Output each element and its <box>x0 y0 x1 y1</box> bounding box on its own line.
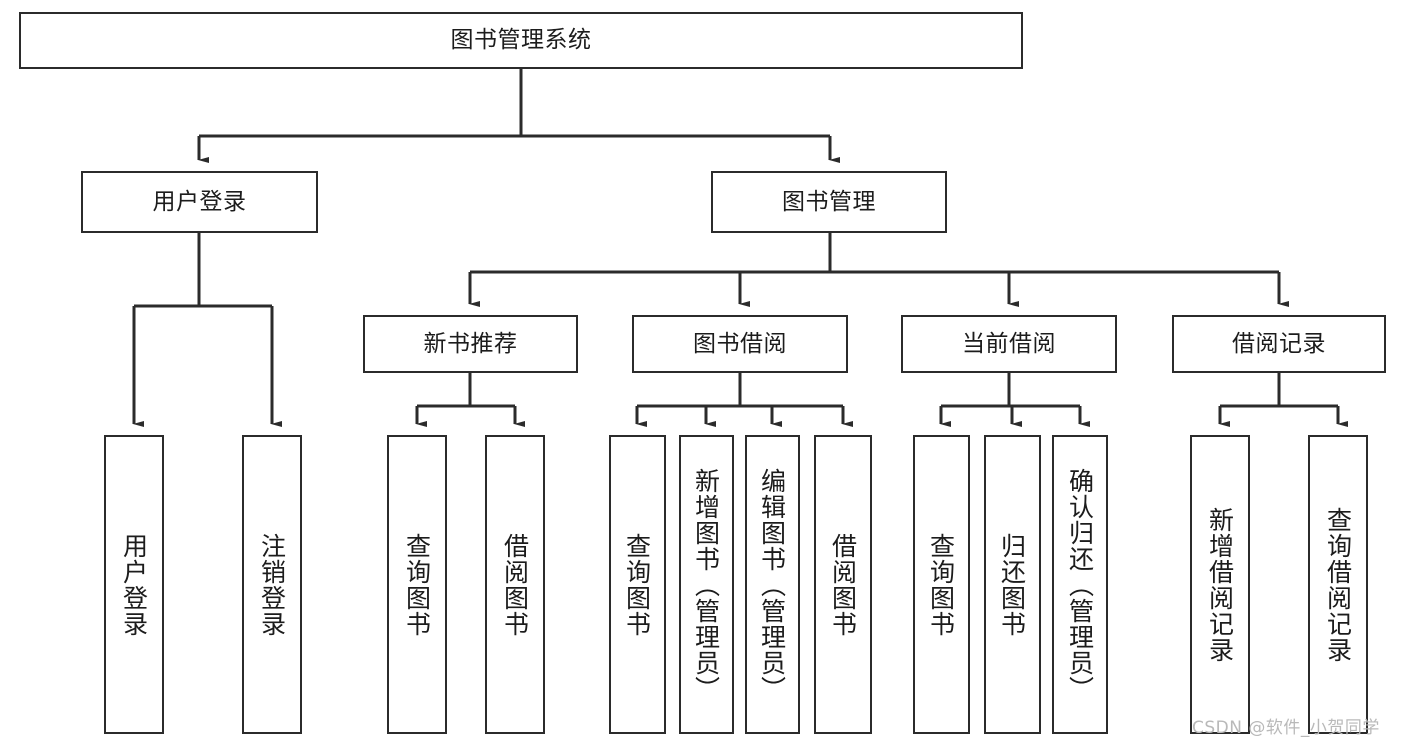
node-root[interactable]: 图书管理系统 <box>19 12 1023 69</box>
node-root-label: 图书管理系统 <box>450 27 592 53</box>
node-new-book-recommend-label: 新书推荐 <box>423 330 518 357</box>
leaf-user-login[interactable] <box>104 435 164 734</box>
leaf-lend-book-label: 借阅图书 <box>828 532 858 637</box>
leaf-borrow-book-recommend[interactable] <box>485 435 545 734</box>
leaf-logout[interactable] <box>242 435 302 734</box>
leaf-add-borrow-record-label: 新增借阅记录 <box>1205 506 1235 663</box>
node-new-book-recommend[interactable]: 新书推荐 <box>363 315 578 373</box>
leaf-user-login-label: 用户登录 <box>119 532 149 637</box>
node-book-management[interactable]: 图书管理 <box>711 171 947 233</box>
leaf-confirm-return-admin[interactable] <box>1052 435 1108 734</box>
node-borrow-records[interactable]: 借阅记录 <box>1172 315 1386 373</box>
leaf-borrow-book-recommend-label: 借阅图书 <box>500 532 530 637</box>
leaf-add-book-admin-label: 新增图书（管理员） <box>691 468 721 702</box>
leaf-edit-book-admin-label: 编辑图书（管理员） <box>757 468 787 702</box>
leaf-return-book[interactable] <box>984 435 1041 734</box>
node-book-borrow-label: 图书借阅 <box>693 330 787 357</box>
leaf-query-book-borrow-label: 查询图书 <box>622 532 652 637</box>
node-user-login-label: 用户登录 <box>152 188 247 215</box>
leaf-lend-book[interactable] <box>814 435 872 734</box>
node-borrow-records-label: 借阅记录 <box>1232 330 1326 357</box>
leaf-query-book-borrow[interactable] <box>609 435 666 734</box>
leaf-query-book-current-label: 查询图书 <box>926 532 956 637</box>
leaf-add-book-admin[interactable] <box>679 435 734 734</box>
leaf-return-book-label: 归还图书 <box>997 532 1027 637</box>
leaf-query-borrow-record[interactable] <box>1308 435 1368 734</box>
leaf-add-borrow-record[interactable] <box>1190 435 1250 734</box>
node-user-login[interactable]: 用户登录 <box>81 171 318 233</box>
leaf-query-borrow-record-label: 查询借阅记录 <box>1323 506 1353 663</box>
leaf-confirm-return-admin-label: 确认归还（管理员） <box>1065 468 1095 702</box>
watermark-text: CSDN @软件_小贺同学 <box>1192 718 1380 738</box>
leaf-logout-label: 注销登录 <box>257 532 287 637</box>
leaf-query-book-current[interactable] <box>913 435 970 734</box>
leaf-query-book-recommend[interactable] <box>387 435 447 734</box>
node-current-borrow-label: 当前借阅 <box>962 330 1056 357</box>
node-current-borrow[interactable]: 当前借阅 <box>901 315 1117 373</box>
leaf-query-book-recommend-label: 查询图书 <box>402 532 432 637</box>
node-book-borrow[interactable]: 图书借阅 <box>632 315 848 373</box>
leaf-edit-book-admin[interactable] <box>745 435 800 734</box>
node-book-management-label: 图书管理 <box>782 188 876 215</box>
